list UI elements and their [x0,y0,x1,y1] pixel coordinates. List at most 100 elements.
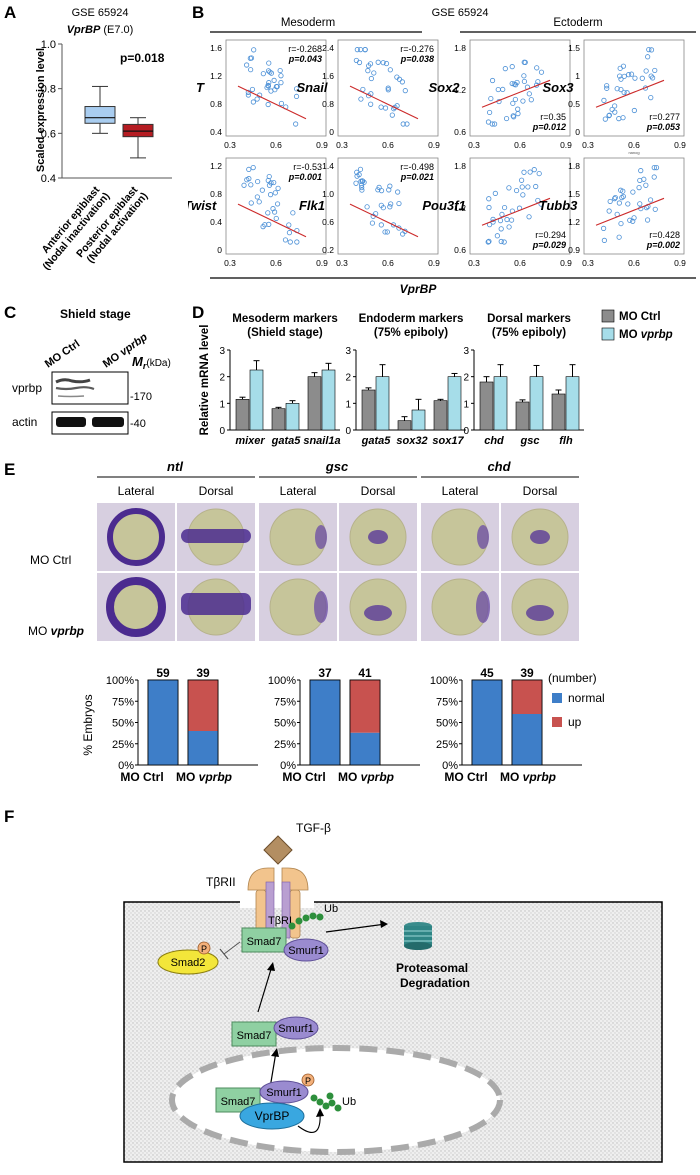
data-point [535,79,541,85]
marker-40: -40 [130,418,146,430]
y-tick-label: 0 [345,426,351,437]
data-point [614,86,620,92]
ub-chain-nuc [310,1092,342,1112]
y-tick-label: 1.2 [454,203,466,213]
count-label: 45 [480,666,494,680]
data-point [503,115,510,122]
data-point [266,221,272,227]
x-tick-label: 0.6 [270,140,282,150]
data-point [618,187,624,193]
x-tick-label: 0.3 [336,140,348,150]
p-value: p=0.001 [288,172,322,182]
gene-label: Sox2 [428,80,460,95]
panel-e-letter: E [4,460,15,479]
y-tick-label: 1.2 [210,71,222,81]
data-point [368,101,374,107]
bar-outline [511,679,543,766]
y-tick-label: 0.6 [322,217,334,227]
panel-a-dataset: GSE 65924 [72,7,129,19]
bar-vprbp [375,376,390,431]
data-point [277,67,283,74]
gene-label: Twist [188,198,217,213]
data-point [260,224,266,230]
x-tick-label: 0.3 [582,140,594,150]
y-tick-label: 0% [280,760,296,772]
plot-frame [469,157,571,255]
p-smad2: P [201,944,207,954]
plot-frame [583,157,685,255]
data-point [502,66,508,72]
ntl-band-stain [181,593,251,615]
y-tick-label: 75% [436,696,458,708]
row-vprbp-label: MO vprbp [28,624,84,638]
data-point [617,73,623,79]
data-point [495,86,501,93]
tbri-label: TβRI [268,915,292,927]
gene-label: gata5 [271,435,302,447]
x-tick-label: 0.6 [382,140,394,150]
panel-a-ylabel: Scaled expression level [35,48,47,172]
data-point [390,222,397,228]
data-point [360,86,366,93]
smurf1-nuc: Smurf1 [266,1087,301,1099]
boxplot: 0.40.60.81.0 [41,39,172,185]
data-point [604,83,610,89]
p-smurf1: P [305,1076,311,1086]
y-tick-label: 0% [118,760,134,772]
data-point [620,63,627,69]
gene-title: chd [487,459,511,474]
gene-label: Snail [296,80,327,95]
data-point [265,68,272,74]
data-point [636,185,642,191]
ub-chain-top [288,912,324,930]
y-tick-label: 0 [219,426,225,437]
smurf1-mid-shape [273,1016,319,1040]
data-point [395,189,401,195]
data-point [249,86,256,93]
y-tick-label: 0.8 [41,84,56,96]
smad7-box-nuc [215,1087,261,1113]
p-value: p=0.038 [400,54,434,64]
bar-vprbp [321,369,336,431]
panel-b: B GSE 65924 Mesoderm Ectoderm VprBP 0.40… [188,3,696,295]
legend-vprbp: MO vprbp [619,329,673,341]
group-title: Mesoderm markers [232,313,337,325]
regression-line [349,203,419,238]
data-point [400,121,406,127]
smurf1-nuc-shape [259,1080,309,1104]
y-tick-label: 1.8 [454,161,466,171]
p-value: p=0.021 [400,172,434,182]
data-point [631,107,637,114]
data-point [245,92,251,98]
r-value: r=0.294 [535,230,566,240]
y-tick-label: 100% [106,675,134,687]
data-point [375,187,381,193]
data-point [632,75,638,81]
y-tick-label: 2 [219,373,225,384]
bar-vprbp [447,376,462,431]
x-tick-label: 0.6 [514,140,526,150]
data-point [638,168,644,174]
data-point [250,99,256,105]
data-point [639,75,645,81]
panel-a-letter: A [4,3,16,22]
bar-ctrl [515,401,530,431]
data-point [256,199,262,205]
data-point [644,217,651,223]
data-point [362,46,368,53]
data-point [536,170,542,177]
bar-normal [512,714,542,765]
gene-label: sox32 [396,435,427,447]
x-tick-label: 0.9 [428,140,440,150]
data-point [538,69,545,75]
p-value: p=0.053 [646,122,680,132]
y-tick-label: 1 [463,399,469,410]
data-point [498,226,504,232]
